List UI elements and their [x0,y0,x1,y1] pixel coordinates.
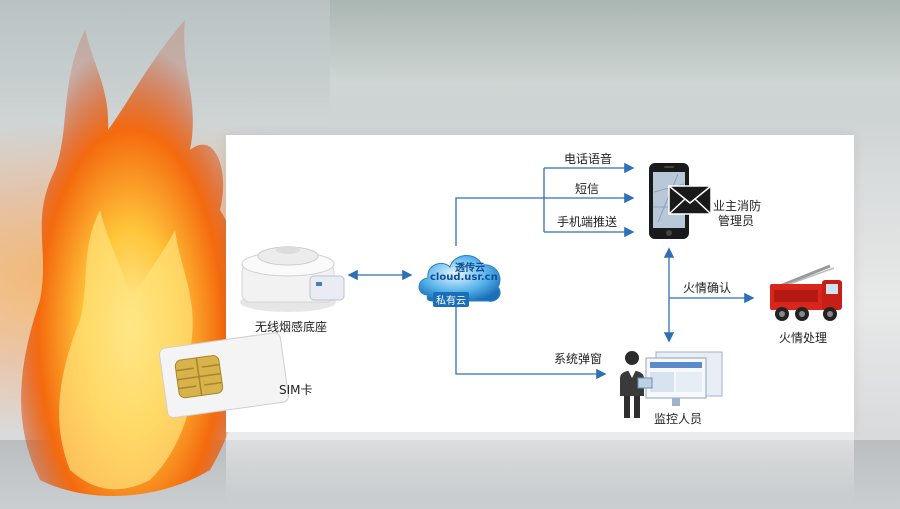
cloud-url-label: cloud.usr.cn [430,272,498,283]
smoke-detector-label: 无线烟感底座 [255,320,328,334]
owner-manager-label-line2: 管理员 [718,214,755,228]
monitor-staff-label: 监控人员 [654,412,703,426]
panel-reflection [226,432,854,502]
fire-confirm-label: 火情确认 [683,281,732,295]
envelope-icon [668,185,712,215]
voice-call-label: 电话语音 [564,152,613,166]
monitoring-station-image [620,351,723,418]
fire-truck-image [770,264,842,321]
smoke-detector-image [240,246,345,312]
cloud-name-label: 透传云 [455,263,485,274]
sim-card-label: SIM卡 [279,383,313,397]
system-popup-label: 系统弹窗 [554,352,603,366]
app-push-label: 手机端推送 [557,215,618,229]
owner-manager-label-line1: 业主消防 [713,199,762,213]
fire-handling-label: 火情处理 [779,331,828,345]
background-sky [330,0,900,140]
sim-card-image [159,332,290,419]
private-cloud-badge: 私有云 [433,292,469,307]
sms-label: 短信 [575,182,600,196]
